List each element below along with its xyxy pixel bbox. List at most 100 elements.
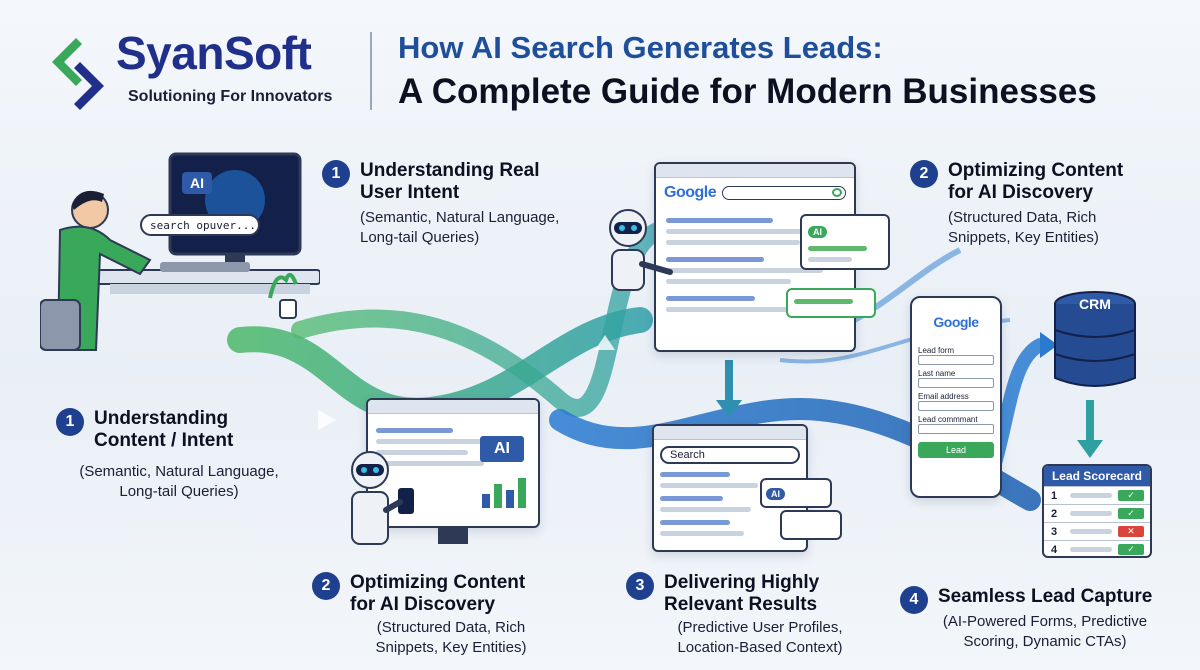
result-chat-bubble [780, 510, 842, 540]
lead-form-input[interactable] [918, 355, 994, 365]
step-delivering-results: 3 Delivering Highly Relevant Results [626, 572, 866, 616]
browser-titlebar [368, 400, 538, 414]
step-2-bottom-subtitle: (Structured Data, Rich Snippets, Key Ent… [336, 618, 566, 658]
step-1-left-subtitle: (Semantic, Natural Language, Long-tail Q… [64, 462, 294, 502]
step-subtitle-line2: Location-Based Context) [677, 639, 843, 656]
ai-chat-bubble: AI [800, 214, 890, 270]
step-subtitle-line2: Long-tail Queries) [360, 229, 480, 246]
step-subtitle-line2: Scoring, Dynamic CTAs) [963, 633, 1127, 650]
last-name-input[interactable] [918, 378, 994, 388]
step-seamless-lead-capture: 4 Seamless Lead Capture [900, 586, 1190, 614]
step-title-line2: for AI Discovery [948, 182, 1094, 203]
step-number-badge: 3 [626, 572, 654, 600]
scorecard-row-line [1070, 511, 1112, 516]
check-icon: ✓ [1118, 490, 1144, 501]
result-lines [656, 208, 854, 322]
step-title-line1: Seamless Lead Capture [938, 586, 1153, 607]
form-field-label: Last name [918, 369, 956, 378]
arrow-down-head-1 [716, 400, 742, 418]
lead-scorecard: Lead Scorecard 1✓2✓3✕4✓ [1042, 464, 1152, 558]
scorecard-title: Lead Scorecard [1044, 466, 1150, 486]
crm-label: CRM [1079, 296, 1111, 312]
lead-form-phone: Google Lead form Last name Email address… [910, 296, 1002, 498]
crm-database-icon [1054, 291, 1136, 387]
bar-graph-icon [482, 478, 526, 508]
step-title-line1: Delivering Highly [664, 572, 820, 593]
scorecard-row-line [1070, 529, 1112, 534]
scorecard-row: 2✓ [1044, 504, 1150, 522]
search-box-label: Search [670, 449, 705, 461]
lead-submit-button[interactable]: Lead [918, 442, 994, 458]
step-number-badge: 2 [910, 160, 938, 188]
step-subtitle-line1: (Semantic, Natural Language, [79, 463, 279, 480]
step-number-badge: 4 [900, 586, 928, 614]
step-4-subtitle: (AI-Powered Forms, Predictive Scoring, D… [920, 612, 1170, 652]
cross-icon: ✕ [1118, 526, 1144, 537]
email-address-input[interactable] [918, 401, 994, 411]
step-subtitle-line2: Snippets, Key Entities) [948, 229, 1099, 246]
result-ai-bubble: AI [760, 478, 832, 508]
browser-titlebar [654, 426, 806, 440]
step-subtitle-line1: (Semantic, Natural Language, [360, 209, 560, 226]
scorecard-row-line [1070, 493, 1112, 498]
browser-search-field [722, 186, 846, 200]
scorecard-row-number: 1 [1050, 489, 1058, 502]
step-number-badge: 1 [322, 160, 350, 188]
step-subtitle-line1: (Structured Data, Rich [948, 209, 1097, 226]
brand-tagline: Solutioning For Innovators [128, 88, 333, 105]
browser-titlebar [656, 164, 854, 178]
step-title-line1: Optimizing Content [948, 160, 1124, 181]
step-title-line1: Understanding [94, 408, 229, 429]
scorecard-row-number: 3 [1050, 525, 1058, 538]
lead-comment-input[interactable] [918, 424, 994, 434]
scorecard-row: 1✓ [1044, 486, 1150, 504]
brand-name: SyanSoft [116, 27, 312, 79]
step-subtitle-line2: Long-tail Queries) [119, 483, 239, 500]
laptop-ai-panel: AI [480, 436, 524, 462]
scorecard-row-number: 2 [1050, 507, 1058, 520]
form-field-label: Lead commmant [918, 415, 978, 424]
step-title-line1: Understanding Real [360, 160, 540, 181]
scorecard-row-number: 4 [1050, 543, 1058, 556]
form-field-label: Email address [918, 392, 969, 401]
form-field-label: Lead form [918, 346, 955, 355]
step-subtitle-line2: Snippets, Key Entities) [375, 639, 527, 656]
scorecard-row: 4✓ [1044, 540, 1150, 556]
lead-form: Lead form Last name Email address Lead c… [918, 346, 994, 458]
arrow-down-head-2 [1077, 440, 1103, 458]
scorecard-row: 3✕ [1044, 522, 1150, 540]
scorecard-row-line [1070, 547, 1112, 552]
header-divider [370, 32, 372, 110]
step-understanding-content-intent: 1 Understanding Content / Intent [56, 408, 316, 452]
arrow-to-crm [1040, 332, 1058, 358]
step-title-line2: Relevant Results [664, 594, 818, 615]
step-title-line2: for AI Discovery [350, 594, 496, 615]
google-logo: Google [664, 184, 717, 201]
monitor-ai-chip: AI [182, 172, 212, 194]
step-number-badge: 2 [312, 572, 340, 600]
step-subtitle-line1: (Structured Data, Rich [376, 619, 526, 636]
step-title-line2: Content / Intent [94, 430, 234, 451]
step-3-subtitle: (Predictive User Profiles, Location-Base… [640, 618, 880, 658]
step-subtitle-line1: (AI-Powered Forms, Predictive [942, 613, 1148, 630]
response-bubble [786, 288, 876, 318]
step-optimizing-content-bottom: 2 Optimizing Content for AI Discovery [312, 572, 562, 616]
page-title-line1: How AI Search Generates Leads: [398, 30, 883, 65]
search-box: Search [660, 446, 800, 464]
step-title-line1: Optimizing Content [350, 572, 526, 593]
check-icon: ✓ [1118, 508, 1144, 519]
step-subtitle-line1: (Predictive User Profiles, [677, 619, 843, 636]
page-title-line2: A Complete Guide for Modern Businesses [398, 72, 1097, 111]
ai-badge: AI [766, 488, 785, 500]
ai-analytics-browser: AI [366, 398, 540, 528]
ai-badge: AI [808, 226, 827, 238]
monitor-search-bar: search opuver... [140, 214, 260, 236]
check-icon: ✓ [1118, 544, 1144, 555]
robot-with-phone-icon [351, 451, 414, 545]
step-title-line2: User Intent [360, 182, 460, 203]
scorecard-rows: 1✓2✓3✕4✓ [1044, 486, 1150, 556]
monitor-stand [438, 528, 468, 544]
person-illustration [39, 152, 321, 351]
person-at-computer-illustration: AI search opuver... [39, 150, 321, 360]
